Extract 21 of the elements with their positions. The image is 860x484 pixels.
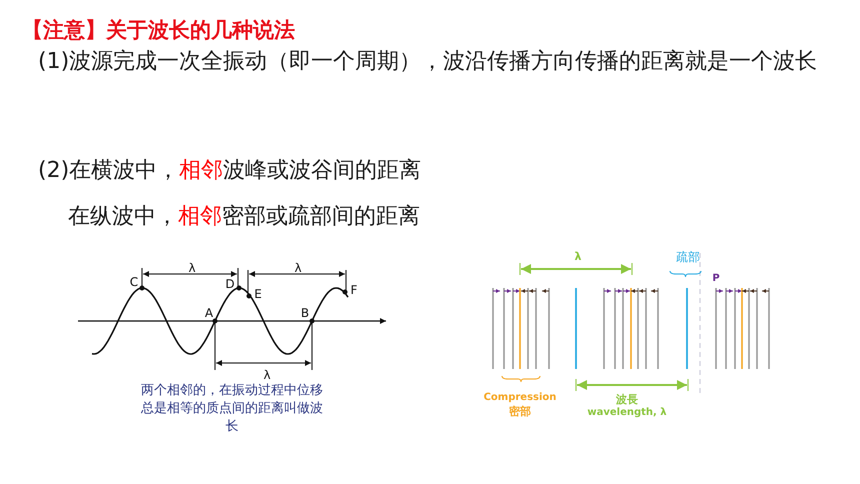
dimension-label: λ [188, 262, 196, 274]
point-label: E [254, 288, 262, 300]
caption: 两个相邻的，在振动过程中位移总是相等的质点间的距离叫做波长 [140, 382, 324, 436]
point-label: A [204, 307, 214, 319]
paragraph: 在纵波中，相邻密部或疏部间的距离 [68, 206, 420, 228]
point-label: P [712, 274, 720, 284]
heading: 【注意】关于波长的几种说法 [22, 20, 295, 41]
point-label: D [225, 278, 235, 290]
point-label: C [130, 276, 138, 288]
point-label: F [350, 284, 358, 296]
dimension-label: λ [263, 369, 271, 381]
paragraph: (1)波源完成一次全振动（即一个周期），波沿传播方向传播的距离就是一个波长 [37, 48, 818, 76]
dimension-label: 波長 [616, 394, 638, 405]
dimension-label: wavelength, λ [587, 408, 667, 418]
dimension-label: λ [574, 251, 582, 262]
paragraph: (2)在横波中，相邻波峰或波谷间的距离 [38, 160, 422, 182]
region-label: 密部 [509, 406, 531, 417]
dimension-label: λ [294, 262, 302, 274]
point-label: B [300, 307, 310, 319]
region-label: 疏部 [676, 251, 700, 263]
region-label: Compression [484, 393, 556, 403]
